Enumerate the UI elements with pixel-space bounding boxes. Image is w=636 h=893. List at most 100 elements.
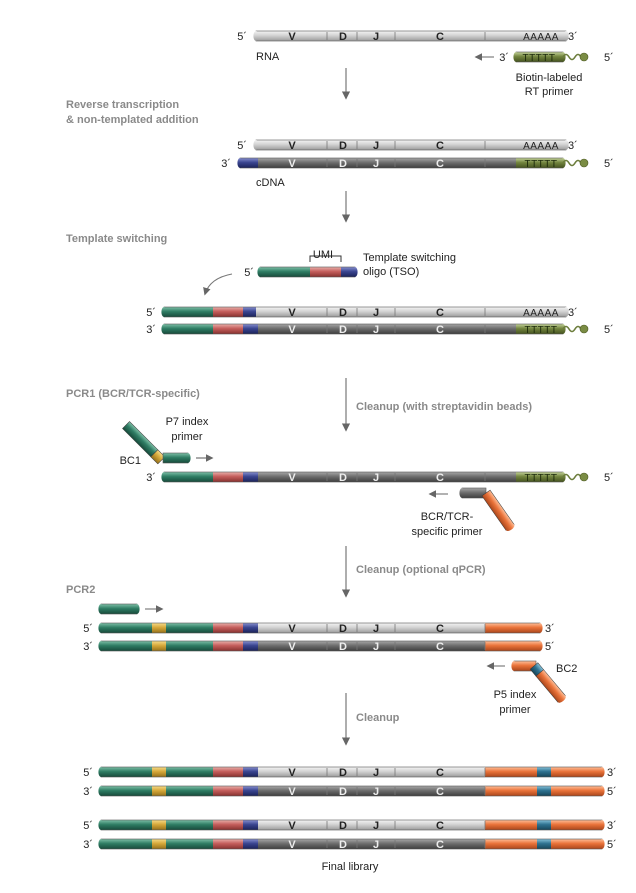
lib2-bottom-v-label: V [288,839,296,851]
row3-bottom-strand-adapter [243,324,258,334]
lib1-top-strand-green2 [166,767,213,777]
row5-bottom-strand [98,640,543,652]
step-cleanup-streptavidin: Cleanup (with streptavidin beads) [356,401,532,413]
row5-bottom-strand-left-cap [98,641,104,651]
lib1-top-v-label: V [288,767,296,779]
row5-bottom-3prime-label: 3´ [83,641,93,653]
row5-top-d-label: D [339,623,347,635]
row3-top-strand-left-cap [161,307,167,317]
step-template-switching: Template switching [66,233,167,245]
lib2-bottom-c-label: C [436,839,444,851]
p7-primer-horizontal-green [163,453,188,463]
bcr-primer-horizontal [459,487,487,499]
p7-primer-horizontal-right-cap [185,453,191,463]
lib2-bottom-strand-right-cap [599,839,605,849]
row2-rna-strand [253,139,569,151]
row4-strand-umi [213,472,243,482]
cdna-c-label: C [436,158,444,170]
lib1-bottom-strand-vdjc [258,786,485,796]
row2-rna-c-label: C [436,140,444,152]
cdna-d-label: D [339,158,347,170]
row3-bottom-strand-vdjc [258,324,516,334]
lib2-top-strand-left-cap [98,820,104,830]
lib1-bottom-strand-orange [485,786,537,796]
row4-strand-vdjc [258,472,516,482]
biotin-rt-primer-polyt [516,52,563,62]
row3-bottom-strand-umi [213,324,243,334]
row5-bottom-c-label: C [436,641,444,653]
lib2-top-strand-orange [485,820,537,830]
biotin-primer-label-line2: RT primer [525,86,574,98]
tso-binding-arrow [203,273,233,296]
row5-bottom-strand-bc1 [152,641,166,651]
lib1-bottom-strand-green [101,786,152,796]
row3-top-strand-right-cap [563,307,569,317]
row3-top-strand-umi [213,307,243,317]
cdna-biotin-tail [562,158,589,168]
row4-strand-polyt [516,472,563,482]
lib1-top-strand [98,766,605,778]
row3-bottom-j-label: J [373,324,379,336]
lib1-bottom-j-label: J [373,786,379,798]
lib2-top-strand-right-cap [599,820,605,830]
lib1-bottom-strand-bc2 [537,786,551,796]
row5-bottom-strand-adapter [243,641,258,651]
row3-bottom-strand-left-cap [161,324,167,334]
row3-top-d-label: D [339,307,347,319]
umi-label: UMI [313,249,333,261]
row4-3prime-label: 3´ [146,472,156,484]
lib2-top-strand [98,819,605,831]
row2-rna-strand-rna [256,140,566,150]
lib1-bottom-strand-right-cap [599,786,605,796]
lib2-bottom-strand-orange [485,839,537,849]
p7-primer-bc1-segment [150,449,166,465]
biotin-primer-3prime-label: 3´ [499,52,509,64]
lib1-top-strand-vdjc [258,767,485,777]
p7-index-primer [122,421,166,465]
lib2-bottom-3prime-label: 3´ [83,839,93,851]
bcr-primer-orange-segment [481,489,515,531]
row5-bottom-strand-orange [485,641,540,651]
lib1-top-strand-umi [213,767,243,777]
row4-j-label: J [373,472,379,484]
bcr-primer-label-line2: specific primer [412,526,483,538]
row4-c-label: C [436,472,444,484]
row3-bottom-strand-green [164,324,213,334]
cdna-strand-vdjc [258,158,516,168]
tso-oligo-left-cap [257,267,263,277]
row3-bottom-strand-polyt [516,324,563,334]
step-cleanup-qpcr: Cleanup (optional qPCR) [356,564,486,576]
cdna-j-label: J [373,158,379,170]
row4-strand [161,471,566,483]
lib2-top-d-label: D [339,820,347,832]
lib2-bottom-strand-adapter [243,839,258,849]
rna-strand-left-cap [253,31,259,41]
lib2-bottom-strand-green2 [166,839,213,849]
cdna-polyt-label: TTTTT [524,159,557,170]
rna-c-label: C [436,31,444,43]
lib1-top-3prime-label: 3´ [607,767,617,779]
row5-top-strand-vdjc [258,623,485,633]
step-pcr1: PCR1 (BCR/TCR-specific) [66,388,200,400]
lib1-top-d-label: D [339,767,347,779]
lib1-bottom-3prime-label: 3´ [83,786,93,798]
row2-rna-strand-left-cap [253,140,259,150]
row5-top-strand-green2 [166,623,213,633]
row4-v-label: V [288,472,296,484]
lib2-bottom-strand-bc2 [537,839,551,849]
lib1-top-strand-orange [485,767,537,777]
row5-top-5prime-label: 5´ [83,623,93,635]
lib1-bottom-strand-green2 [166,786,213,796]
lib1-bottom-d-label: D [339,786,347,798]
row5-bottom-v-label: V [288,641,296,653]
cdna-strand-adapter [240,158,258,168]
tso-label-line2: oligo (TSO) [363,266,419,278]
row3-bottom-d-label: D [339,324,347,336]
rna-polya-label: AAAAA [523,32,559,43]
row5-bottom-strand-green2 [166,641,213,651]
lib1-top-c-label: C [436,767,444,779]
lib2-top-v-label: V [288,820,296,832]
row3-top-polya-label: AAAAA [523,308,559,319]
rna-v-label: V [288,31,296,43]
